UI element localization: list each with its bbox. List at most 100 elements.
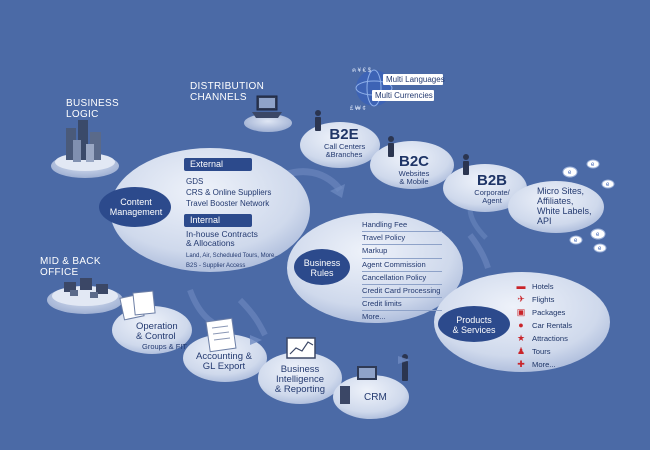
title-line: Management [109, 207, 163, 217]
internal-small-item: B2S - Supplier Access [186, 263, 246, 269]
business-rules-title-pill [294, 249, 350, 285]
bi-bubble [258, 352, 342, 404]
content-management-title: Content Management [108, 197, 164, 217]
b2e-title: B2E [329, 126, 359, 143]
rule-item: Cancellation Policy [362, 272, 442, 285]
b2c-title: B2C [398, 153, 429, 170]
content-management-title-pill [99, 187, 171, 227]
external-label: External [184, 158, 252, 171]
heading-line: CHANNELS [190, 92, 247, 103]
accounting-title: Accounting & GL Export [193, 352, 255, 372]
b2e-sub: Call Centers [324, 142, 366, 151]
micro-sites-list: Micro Sites, Affiliates, White Labels, A… [537, 186, 592, 226]
office-workers-icon [64, 278, 108, 298]
b2e-sub: &Branches [325, 150, 363, 159]
operation-title: Operation & Control [136, 322, 178, 342]
rule-item: Agent Commission [362, 259, 442, 272]
rule-item: Travel Policy [362, 232, 442, 246]
distribution-platform [244, 114, 292, 132]
e-links-letters: eee eee [568, 162, 610, 252]
product-label: Flights [532, 295, 555, 304]
rule-item: Handling Fee [362, 219, 442, 233]
product-label: Car Rentals [532, 321, 573, 330]
heading-line: MID & BACK [40, 256, 101, 267]
documents-icon [119, 290, 156, 321]
b2b-title: B2B [476, 172, 507, 189]
multi-languages-tag [383, 74, 443, 85]
micro-sites-bubble [508, 181, 604, 233]
title-line: Content [120, 197, 152, 207]
product-item: ✚ More... [514, 358, 572, 371]
title-line: Rules [310, 268, 334, 278]
product-label: Tours [532, 347, 551, 356]
product-label: Packages [532, 308, 566, 317]
b2b-sub: Agent [482, 196, 502, 205]
flow-arc [237, 297, 268, 337]
svg-text:e: e [606, 182, 610, 188]
heading-line: DISTRIBUTION [190, 81, 265, 92]
internal-small-list: Land, Air, Scheduled Tours, More.. B2S -… [186, 251, 278, 271]
b2c-block: B2C Websites & Mobile [394, 153, 434, 186]
product-item: ▣ Packages [514, 306, 572, 319]
person-icon [315, 110, 321, 131]
business-logic-heading: BUSINESS LOGIC [66, 98, 119, 120]
external-item: CRS & Online Suppliers [186, 188, 272, 197]
b2b-block: B2B Corporate/ Agent [472, 172, 512, 205]
title-line: Products [456, 315, 492, 325]
heading-line: BUSINESS [66, 98, 119, 109]
laptop-icon [252, 95, 282, 118]
svg-text:e: e [598, 246, 602, 252]
title-line: & Reporting [274, 384, 326, 395]
e-links-icon [562, 159, 615, 253]
suitcase-icon: ▣ [516, 307, 526, 317]
micro-sites-line: API [537, 216, 552, 226]
operation-sub: Groups & FIT [142, 342, 188, 351]
crm-bubble [333, 375, 409, 419]
person-icon: ♟ [516, 346, 526, 356]
title-line: & Services [452, 325, 496, 335]
product-item: ✈ Flights [514, 293, 572, 306]
rule-item: More... [362, 312, 386, 322]
product-label: Hotels [532, 282, 554, 291]
internal-item: & Allocations [186, 238, 235, 248]
heading-line: LOGIC [66, 109, 99, 120]
micro-sites-line: Affiliates, [537, 196, 574, 206]
product-item: ♟ Tours [514, 345, 572, 358]
person-icon [463, 154, 469, 175]
internal-label: Internal [184, 214, 252, 227]
business-rules-title: Business Rules [299, 258, 345, 278]
title-line: GL Export [202, 361, 246, 372]
products-bubble [434, 272, 610, 372]
b2e-block: B2E Call Centers &Branches [324, 126, 366, 159]
rule-item: Credit limits [362, 298, 442, 312]
heading-line: OFFICE [40, 267, 79, 278]
title-line: & Control [136, 331, 176, 342]
svg-text:e: e [568, 170, 572, 176]
business-rules-bubble [287, 213, 463, 323]
chart-icon [286, 337, 316, 359]
internal-small-item: Land, Air, Scheduled Tours, More.. [186, 253, 278, 259]
distribution-channels-heading: DISTRIBUTION CHANNELS [190, 81, 264, 103]
star-icon: ★ [516, 333, 526, 343]
b2c-sub: Websites [398, 169, 430, 178]
rule-item: Credit Card Processing [362, 285, 442, 299]
b2b-sub: Corporate/ [474, 188, 510, 197]
b2e-bubble [300, 122, 380, 168]
products-title: Products & Services [446, 315, 502, 335]
product-label: More... [532, 360, 556, 369]
title-line: Operation [136, 321, 178, 332]
title-line: Intelligence [275, 374, 325, 385]
multi-currencies-label: Multi Currencies [375, 91, 433, 100]
internal-list: In-house Contracts & Allocations [186, 230, 258, 248]
external-item: GDS [186, 177, 204, 186]
plus-icon: ✚ [517, 359, 525, 369]
external-item: Travel Booster Network [186, 199, 270, 208]
flow-arrow [330, 184, 345, 198]
product-item: ▬Hotels [514, 280, 572, 293]
plane-icon: ✈ [517, 294, 525, 304]
b2b-bubble [443, 164, 527, 212]
rule-item: Markup [362, 245, 442, 259]
product-label: Attractions [532, 334, 568, 343]
buildings-icon [66, 120, 101, 162]
